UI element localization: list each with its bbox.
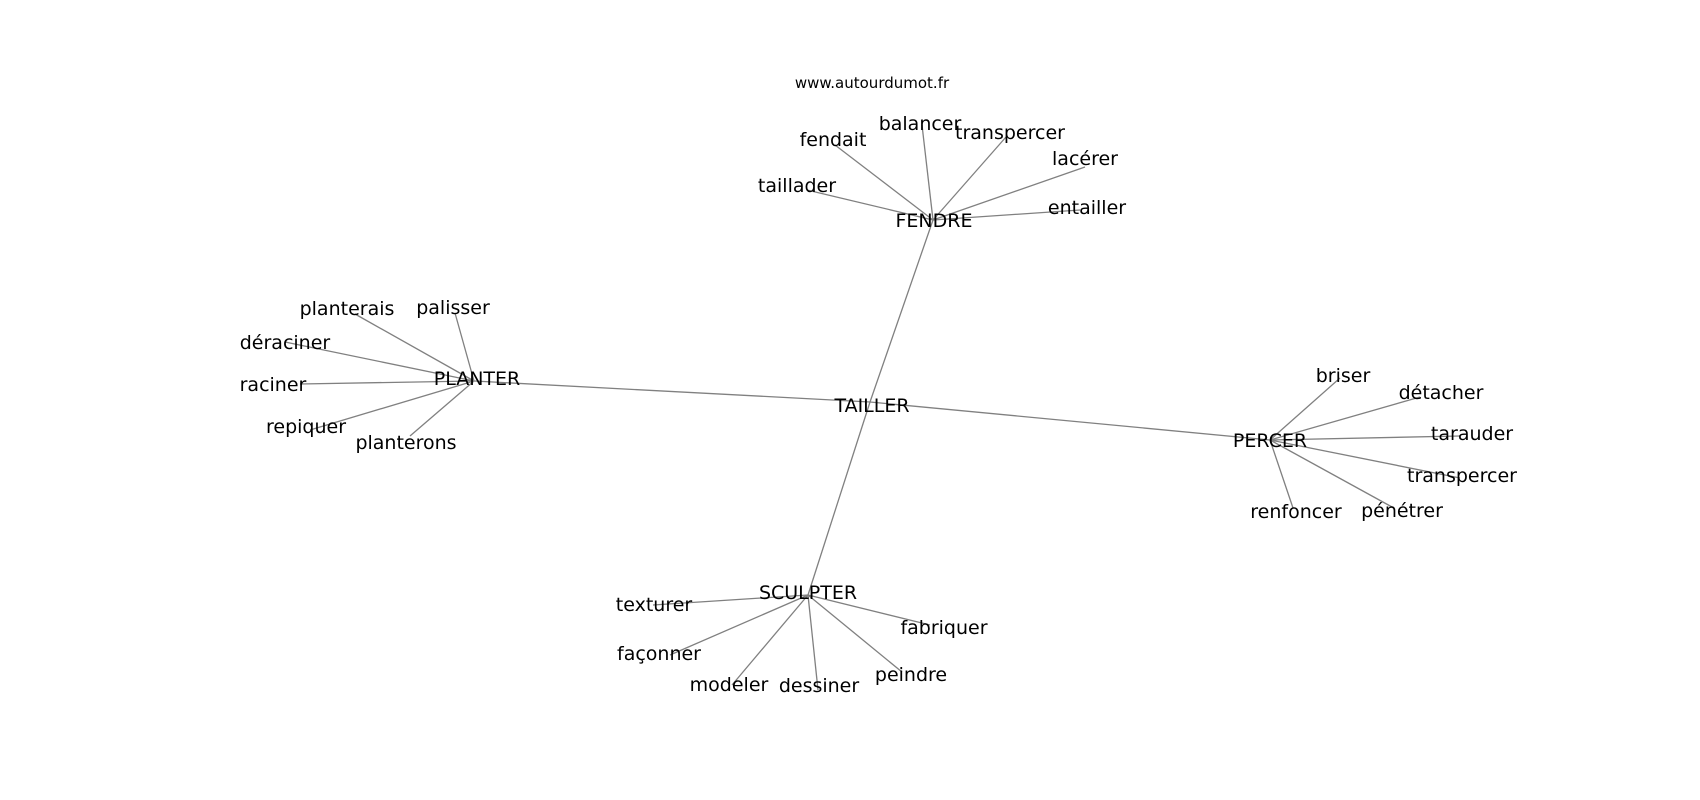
- edge-sculpter-0: [652, 594, 809, 606]
- edge-fendre-3: [932, 136, 1007, 221]
- word-label-planter-4[interactable]: repiquer: [266, 416, 346, 438]
- edge-planter-1: [454, 312, 475, 382]
- word-label-sculpter-0[interactable]: texturer: [616, 594, 693, 616]
- word-label-planter-0[interactable]: planterais: [300, 298, 395, 320]
- edge-planter-0: [354, 313, 475, 382]
- edge-percer-5: [1269, 439, 1294, 509]
- hub-label-percer[interactable]: PERCER: [1233, 430, 1307, 452]
- edge-center-fendre: [869, 219, 934, 403]
- edges: [284, 124, 1461, 691]
- word-label-planter-2[interactable]: déraciner: [240, 332, 331, 354]
- word-label-sculpter-3[interactable]: dessiner: [779, 675, 860, 697]
- edge-fendre-5: [932, 209, 1081, 221]
- word-label-fendre-0[interactable]: taillader: [758, 175, 836, 197]
- source-label: www.autourdumot.fr: [795, 74, 950, 92]
- edge-percer-3: [1269, 439, 1461, 479]
- word-label-percer-5[interactable]: renfoncer: [1250, 501, 1342, 523]
- word-label-percer-2[interactable]: tarauder: [1431, 423, 1513, 445]
- edge-planter-2: [284, 341, 475, 382]
- word-label-planter-3[interactable]: raciner: [240, 374, 307, 396]
- word-label-fendre-1[interactable]: fendait: [800, 129, 867, 151]
- word-label-planter-5[interactable]: planterons: [355, 432, 456, 454]
- edge-percer-1: [1269, 396, 1421, 441]
- edge-center-percer: [869, 401, 1271, 441]
- edge-percer-2: [1269, 435, 1461, 441]
- word-label-percer-1[interactable]: détacher: [1399, 382, 1484, 404]
- edge-sculpter-3: [807, 594, 819, 691]
- word-label-fendre-4[interactable]: lacérer: [1052, 148, 1118, 170]
- edge-planter-5: [409, 380, 475, 437]
- edge-planter-3: [299, 380, 475, 385]
- edge-fendre-1: [834, 144, 934, 221]
- edge-center-planter: [473, 380, 871, 403]
- hub-label-fendre[interactable]: FENDRE: [896, 210, 973, 232]
- word-label-sculpter-4[interactable]: peindre: [875, 664, 947, 686]
- edge-sculpter-2: [731, 594, 809, 686]
- word-label-percer-4[interactable]: pénétrer: [1361, 500, 1443, 522]
- hub-label-sculpter[interactable]: SCULPTER: [759, 582, 857, 604]
- edge-fendre-4: [932, 166, 1086, 221]
- edge-sculpter-4: [807, 594, 903, 673]
- word-label-planter-1[interactable]: palisser: [416, 297, 490, 319]
- labels: TAILLERFENDREtailladerfendaitbalancertra…: [240, 113, 1518, 697]
- word-label-sculpter-2[interactable]: modeler: [690, 674, 769, 696]
- word-label-fendre-2[interactable]: balancer: [879, 113, 962, 135]
- edge-center-sculpter: [807, 401, 871, 596]
- center-word-label[interactable]: TAILLER: [833, 395, 909, 417]
- edge-fendre-2: [921, 124, 934, 221]
- word-label-percer-3[interactable]: transpercer: [1407, 465, 1517, 487]
- edge-percer-4: [1269, 439, 1393, 508]
- edge-planter-4: [309, 380, 475, 431]
- word-label-fendre-5[interactable]: entailler: [1048, 197, 1126, 219]
- hub-label-planter[interactable]: PLANTER: [434, 368, 521, 390]
- edge-percer-0: [1269, 377, 1341, 441]
- edge-sculpter-1: [669, 594, 809, 656]
- word-label-sculpter-5[interactable]: fabriquer: [900, 617, 987, 639]
- word-label-fendre-3[interactable]: transpercer: [955, 122, 1065, 144]
- edge-fendre-0: [806, 189, 934, 221]
- word-label-sculpter-1[interactable]: façonner: [617, 643, 701, 665]
- edge-sculpter-5: [807, 594, 931, 626]
- word-label-percer-0[interactable]: briser: [1316, 365, 1371, 387]
